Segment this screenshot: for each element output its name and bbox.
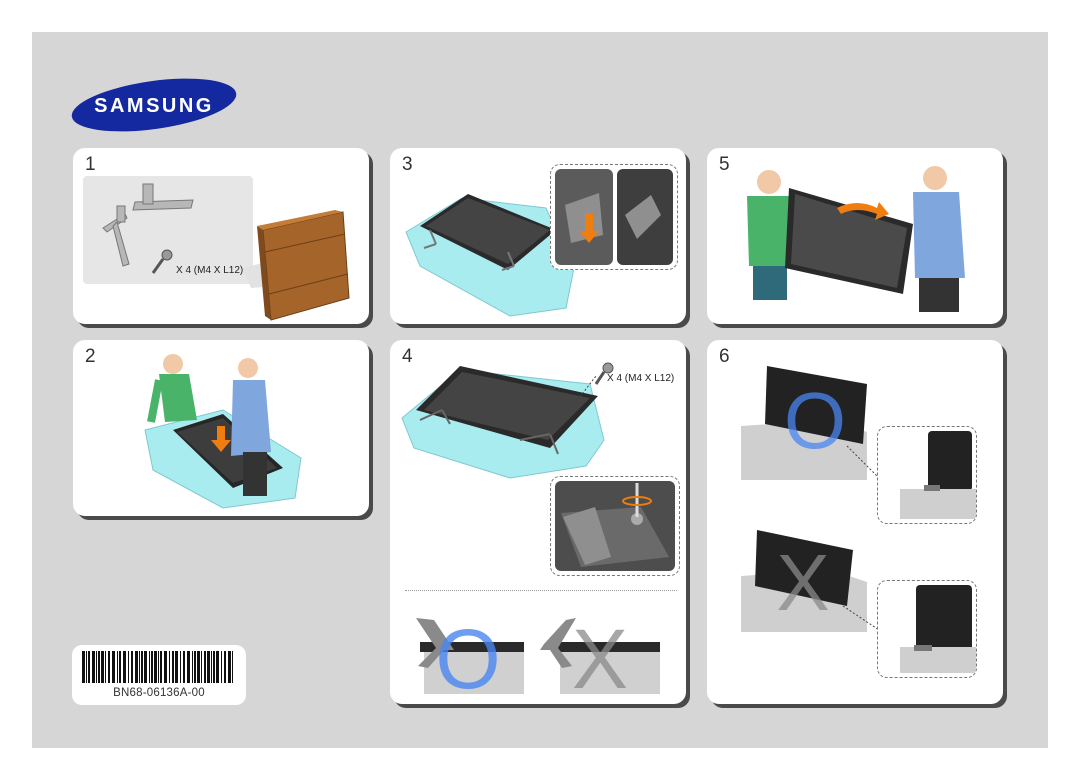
step-number: 1 <box>85 154 96 175</box>
arrow-icon <box>211 426 231 452</box>
stand-icon <box>102 183 194 267</box>
barcode-bar <box>160 651 162 683</box>
tv-icon <box>420 194 556 270</box>
barcode-bar <box>105 651 106 683</box>
step-1-panel: 1 X 4 (M4 X L12) <box>73 148 369 324</box>
step-5-illustration <box>747 166 965 312</box>
step-number: 5 <box>719 154 730 175</box>
barcode-bar <box>123 651 126 683</box>
barcode-bar <box>139 651 140 683</box>
stand-icon <box>419 409 559 455</box>
logo-text: SAMSUNG <box>94 95 214 117</box>
barcode-number: BN68-06136A-00 <box>113 687 205 699</box>
screw-icon <box>594 362 614 385</box>
barcode-bar <box>187 651 190 683</box>
barcode-bar <box>108 651 110 683</box>
barcode-bar <box>144 651 147 683</box>
barcode-card: BN68-06136A-00 <box>72 645 246 705</box>
barcode-bar <box>228 651 231 683</box>
barcode-bar <box>213 651 215 683</box>
step-2-panel: 2 <box>73 340 369 516</box>
step-3-illustration <box>405 194 575 317</box>
barcode-bar <box>224 651 226 683</box>
barcode-bar <box>151 651 153 683</box>
stand-icon <box>423 229 515 271</box>
barcode-bar <box>201 651 202 683</box>
barcode-bar <box>180 651 181 683</box>
tv-icon <box>755 530 853 606</box>
barcode-bar <box>98 651 100 683</box>
barcode-bar <box>131 651 133 683</box>
step-5-panel: 5 <box>707 148 1003 324</box>
barcode-bar <box>82 651 85 683</box>
step-number: 4 <box>402 346 413 367</box>
person-icon <box>747 170 793 300</box>
barcode-image <box>82 651 233 683</box>
step-3-panel: 3 <box>390 148 686 324</box>
box-icon <box>243 210 350 321</box>
arrow-icon <box>837 202 889 220</box>
step-6-illustration: O X <box>741 366 882 632</box>
correct-mark: O <box>435 612 500 700</box>
detail-callout <box>550 476 680 576</box>
step-number: 6 <box>719 346 730 367</box>
barcode-bar <box>88 651 90 683</box>
stand-orientation-comparison: O X <box>416 612 660 700</box>
barcode-bar <box>128 651 129 683</box>
step-number: 2 <box>85 346 96 367</box>
barcode-bar <box>172 651 174 683</box>
tv-icon <box>765 366 867 444</box>
barcode-bar <box>92 651 95 683</box>
screw-quantity-label: X 4 (M4 X L12) <box>607 373 675 384</box>
person-icon <box>147 354 197 423</box>
screw-icon <box>151 249 173 274</box>
samsung-logo: SAMSUNG <box>70 78 238 132</box>
barcode-bar <box>175 651 178 683</box>
barcode-bar <box>221 651 222 683</box>
barcode-bar <box>112 651 115 683</box>
detail-callout <box>550 164 678 270</box>
step-number: 3 <box>402 154 413 175</box>
detail-callout-incorrect <box>877 580 977 678</box>
arrow-icon <box>579 213 599 243</box>
person-icon <box>231 358 271 496</box>
barcode-bar <box>194 651 196 683</box>
barcode-bar <box>101 651 104 683</box>
barcode-bar <box>183 651 185 683</box>
barcode-bar <box>204 651 206 683</box>
barcode-bar <box>232 651 233 683</box>
barcode-bar <box>169 651 170 683</box>
step-2-illustration <box>144 354 302 509</box>
barcode-bar <box>117 651 118 683</box>
incorrect-mark: X <box>776 538 829 627</box>
incorrect-mark: X <box>572 612 628 700</box>
barcode-bar <box>96 651 97 683</box>
tv-icon <box>416 366 598 448</box>
step-4-panel: 4 X 4 (M4 X L12) O <box>390 340 686 704</box>
step-1-illustration <box>83 176 350 321</box>
barcode-bar <box>158 651 159 683</box>
barcode-bar <box>141 651 143 683</box>
barcode-bar <box>216 651 219 683</box>
screw-quantity-label: X 4 (M4 X L12) <box>176 265 244 276</box>
barcode-bar <box>164 651 167 683</box>
barcode-bar <box>207 651 210 683</box>
person-icon <box>913 166 965 312</box>
barcode-bar <box>154 651 157 683</box>
step-6-panel: 6 O X <box>707 340 1003 704</box>
barcode-bar <box>192 651 193 683</box>
tv-icon <box>785 188 913 294</box>
barcode-bar <box>86 651 87 683</box>
divider <box>405 590 677 591</box>
correct-mark: O <box>784 376 846 465</box>
step-4-illustration <box>401 362 614 479</box>
barcode-bar <box>119 651 121 683</box>
barcode-bar <box>211 651 212 683</box>
barcode-bar <box>149 651 150 683</box>
barcode-bar <box>197 651 200 683</box>
detail-callout-correct <box>877 426 977 524</box>
barcode-bar <box>135 651 138 683</box>
